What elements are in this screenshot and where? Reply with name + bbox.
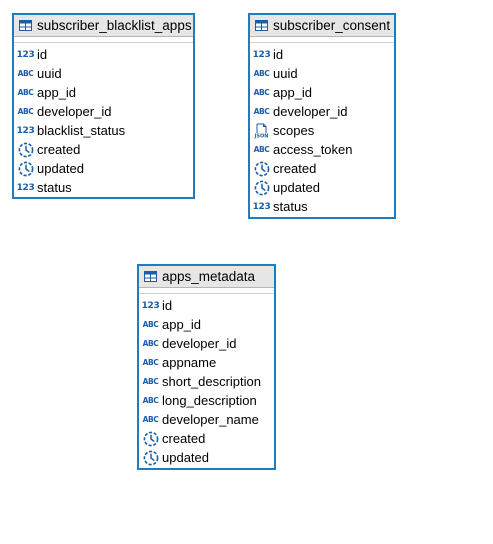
column-name: id	[162, 298, 173, 313]
column-name: long_description	[162, 393, 257, 408]
datetime-type-icon	[17, 142, 34, 158]
column-name: updated	[37, 161, 84, 176]
column-name: updated	[273, 180, 320, 195]
table-icon	[19, 20, 32, 31]
column-row[interactable]: created	[139, 429, 274, 448]
column-name: app_id	[162, 317, 202, 332]
column-name: developer_id	[273, 104, 348, 119]
column-name: uuid	[273, 66, 298, 81]
text-type-icon: ABC	[253, 107, 270, 116]
text-type-icon: ABC	[142, 339, 159, 348]
column-name: app_id	[273, 85, 313, 100]
column-name: short_description	[162, 374, 261, 389]
entity-title: subscriber_consent	[273, 18, 391, 33]
numeric-type-icon: 123	[252, 201, 271, 212]
datetime-type-icon	[253, 180, 270, 196]
column-row[interactable]: created	[14, 140, 193, 159]
entity-header[interactable]: subscriber_blacklist_apps	[14, 15, 193, 37]
column-name: app_id	[37, 85, 77, 100]
column-name: scopes	[273, 123, 315, 138]
column-name: id	[37, 47, 48, 62]
column-name: developer_name	[162, 412, 259, 427]
table-icon	[255, 20, 268, 31]
text-type-icon: ABC	[17, 107, 34, 116]
column-name: developer_id	[37, 104, 112, 119]
column-name: access_token	[273, 142, 353, 157]
column-row[interactable]: updated	[139, 448, 274, 467]
column-row[interactable]: created	[250, 159, 394, 178]
column-row[interactable]: updated	[14, 159, 193, 178]
text-type-icon: ABC	[142, 320, 159, 329]
column-name: created	[162, 431, 206, 446]
column-name: created	[273, 161, 317, 176]
entity-title: subscriber_blacklist_apps	[37, 18, 192, 33]
column-row[interactable]: updated	[250, 178, 394, 197]
numeric-type-icon: 123	[141, 300, 160, 311]
entity-divider	[139, 288, 274, 294]
text-type-icon: ABC	[253, 69, 270, 78]
entity-header[interactable]: apps_metadata	[139, 266, 274, 288]
column-name: id	[273, 47, 284, 62]
text-type-icon: ABC	[142, 377, 159, 386]
text-type-icon: ABC	[142, 415, 159, 424]
column-name: updated	[162, 450, 209, 465]
column-name: appname	[162, 355, 217, 370]
text-type-icon: ABC	[253, 88, 270, 97]
text-type-icon: ABC	[17, 88, 34, 97]
column-row[interactable]: JSON scopes	[250, 121, 394, 140]
column-name: created	[37, 142, 81, 157]
svg-text:JSON: JSON	[254, 133, 268, 139]
column-name: uuid	[37, 66, 62, 81]
numeric-type-icon: 123	[16, 49, 35, 60]
entity-title: apps_metadata	[162, 269, 256, 284]
numeric-type-icon: 123	[16, 182, 35, 193]
entity-divider	[14, 37, 193, 43]
numeric-type-icon: 123	[252, 49, 271, 60]
datetime-type-icon	[142, 431, 159, 447]
json-type-icon: JSON	[253, 123, 270, 139]
datetime-type-icon	[253, 161, 270, 177]
column-name: developer_id	[162, 336, 237, 351]
text-type-icon: ABC	[253, 145, 270, 154]
text-type-icon: ABC	[142, 396, 159, 405]
datetime-type-icon	[17, 161, 34, 177]
column-name: status	[37, 180, 72, 195]
entity-divider	[250, 37, 394, 43]
column-name: blacklist_status	[37, 123, 126, 138]
numeric-type-icon: 123	[16, 125, 35, 136]
column-name: status	[273, 199, 308, 214]
text-type-icon: ABC	[17, 69, 34, 78]
table-icon	[144, 271, 157, 282]
text-type-icon: ABC	[142, 358, 159, 367]
entity-header[interactable]: subscriber_consent	[250, 15, 394, 37]
datetime-type-icon	[142, 450, 159, 466]
